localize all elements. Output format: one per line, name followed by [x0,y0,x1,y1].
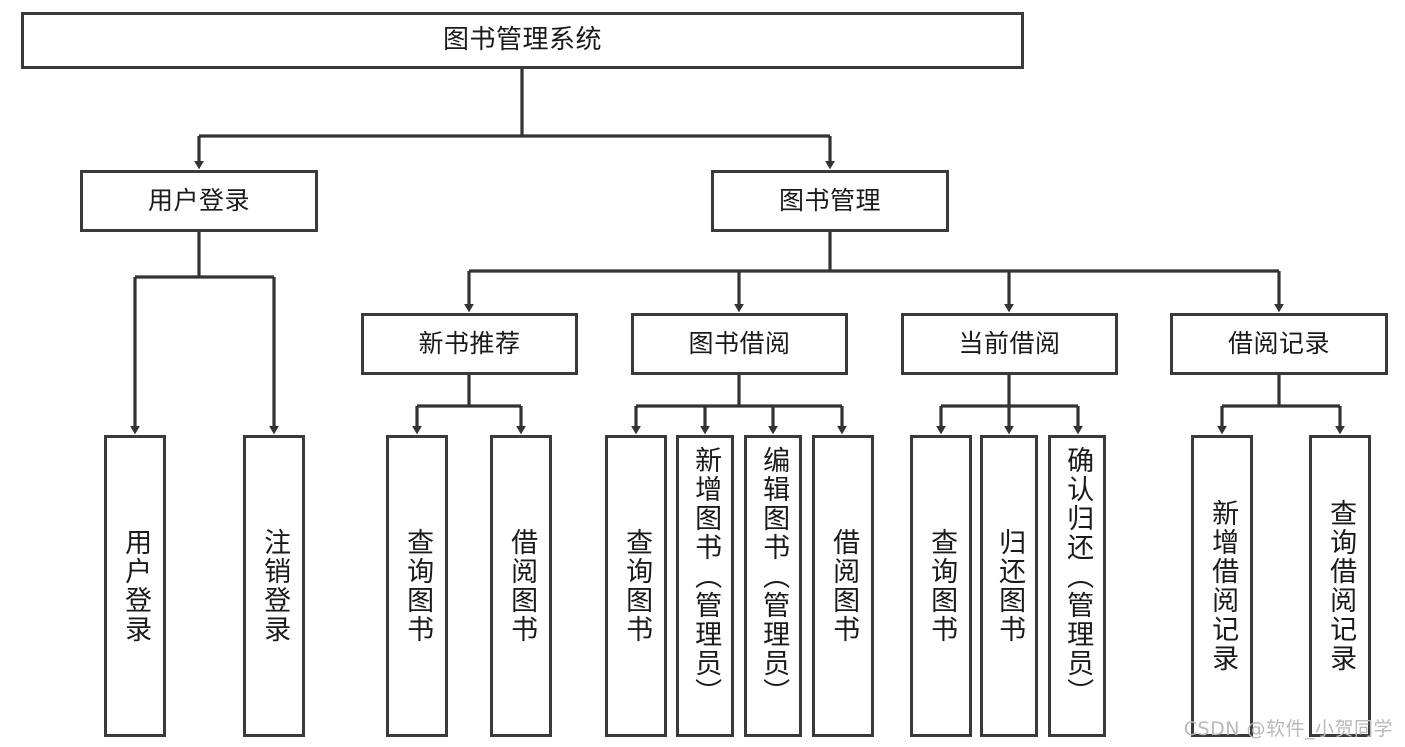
node-label: 借阅图书 [506,528,538,644]
leaf-query-book-borrow[interactable]: 查询图书 [605,435,667,737]
node-new-book-recommend[interactable]: 新书推荐 [361,313,578,375]
node-label: 注销登录 [259,528,291,644]
node-label: 新增借阅记录 [1207,499,1239,673]
node-label: 图书管理 [778,186,881,216]
node-label: 查询图书 [621,528,653,644]
leaf-edit-book-admin[interactable]: 编辑图书（管理员） [744,435,802,737]
node-label: 查询图书 [402,528,434,644]
leaf-query-borrow-record[interactable]: 查询借阅记录 [1309,435,1371,737]
node-label: 借阅记录 [1227,329,1330,359]
node-current-borrow[interactable]: 当前借阅 [901,313,1118,375]
node-label: 查询借阅记录 [1325,499,1357,673]
node-label: 确认归还（管理员） [1062,446,1094,707]
node-label: 借阅图书 [828,528,860,644]
leaf-user-login[interactable]: 用户登录 [104,435,166,737]
node-label: 查询图书 [926,528,958,644]
leaf-add-book-admin[interactable]: 新增图书（管理员） [676,435,734,737]
csdn-watermark: CSDN @软件_小贺同学 [1183,718,1393,740]
leaf-query-book-recommend[interactable]: 查询图书 [386,435,448,737]
node-label: 归还图书 [994,528,1026,644]
leaf-borrow-book-borrow[interactable]: 借阅图书 [812,435,874,737]
node-label: 图书管理系统 [442,25,602,56]
node-book-management[interactable]: 图书管理 [711,170,949,232]
leaf-return-book[interactable]: 归还图书 [980,435,1038,737]
leaf-query-book-current[interactable]: 查询图书 [910,435,972,737]
node-label: 当前借阅 [958,329,1061,359]
node-root-book-management-system[interactable]: 图书管理系统 [21,12,1024,69]
leaf-borrow-book-recommend[interactable]: 借阅图书 [490,435,552,737]
node-borrow-record[interactable]: 借阅记录 [1170,313,1388,375]
leaf-logout-login[interactable]: 注销登录 [243,435,305,737]
leaf-add-borrow-record[interactable]: 新增借阅记录 [1191,435,1253,737]
node-label: 图书借阅 [688,329,791,359]
node-label: 新书推荐 [418,329,521,359]
node-label: 用户登录 [147,186,250,216]
node-label: 编辑图书（管理员） [758,446,790,707]
node-label: 新增图书（管理员） [690,446,722,707]
node-book-borrow[interactable]: 图书借阅 [631,313,848,375]
node-label: 用户登录 [120,528,152,644]
leaf-confirm-return-admin[interactable]: 确认归还（管理员） [1048,435,1106,737]
node-user-login[interactable]: 用户登录 [80,170,318,232]
